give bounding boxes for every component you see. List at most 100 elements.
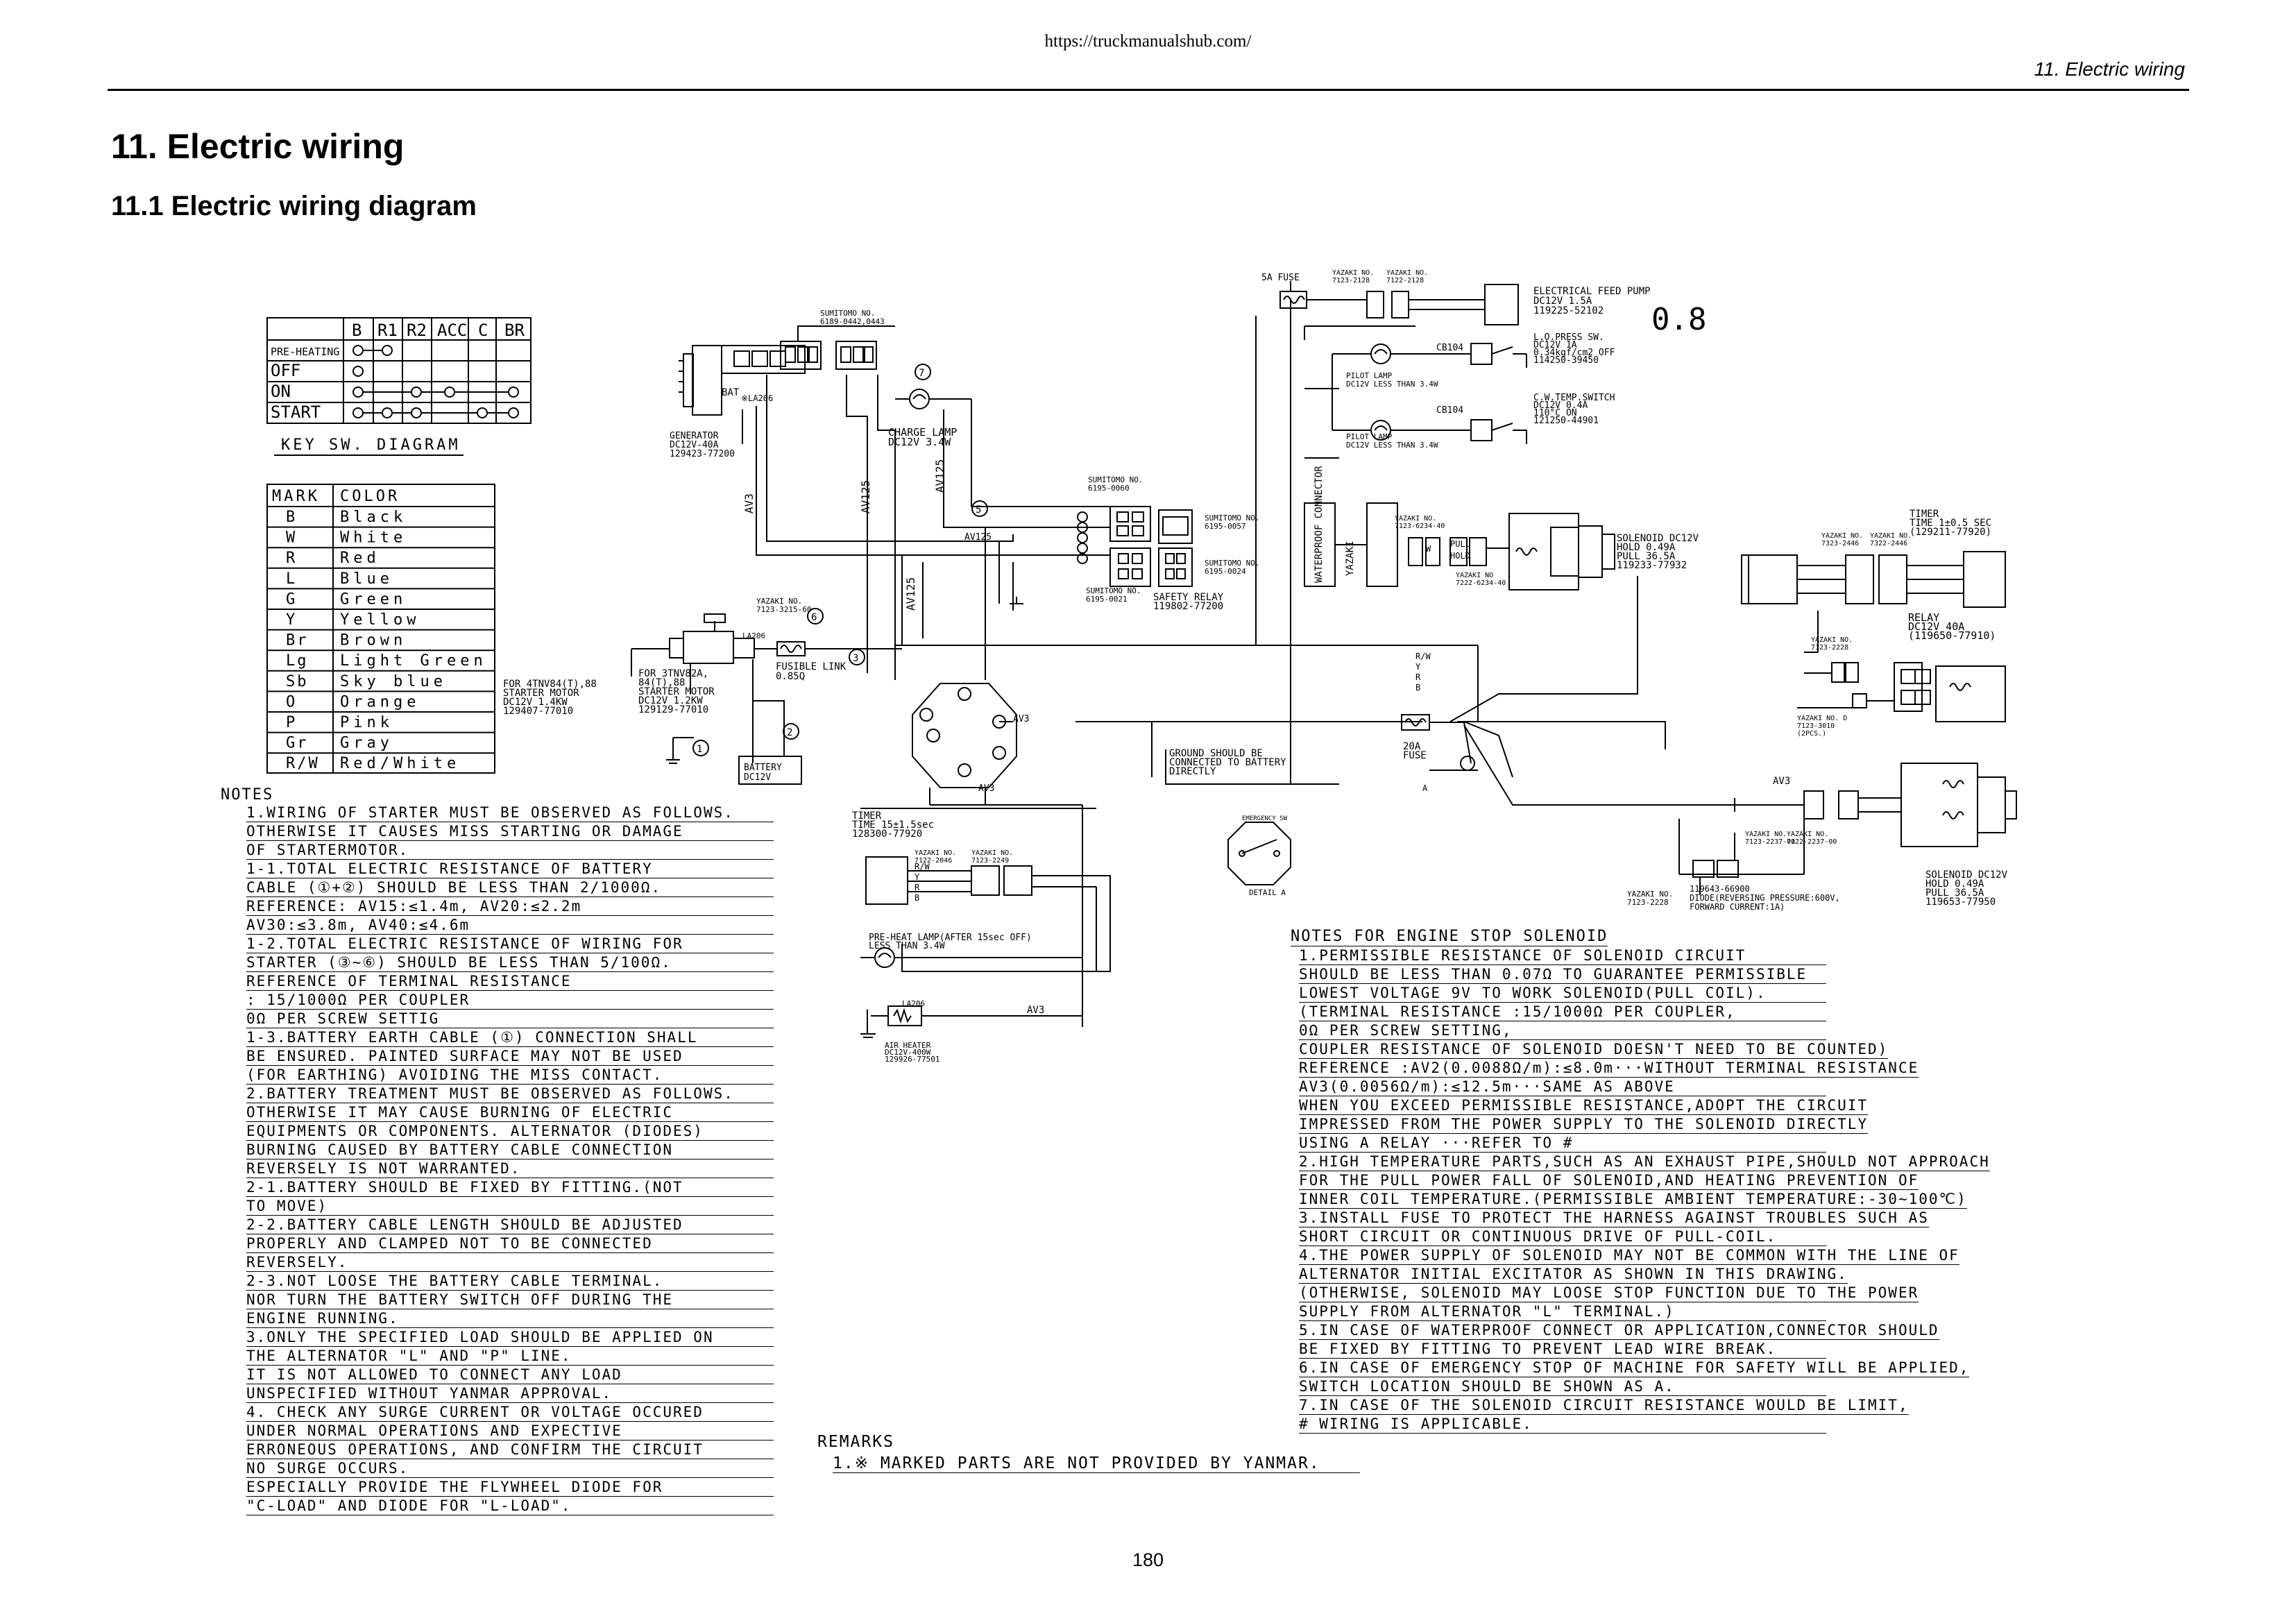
color-table-header: MARK	[272, 488, 320, 505]
wire-color-letter: A	[1422, 783, 1428, 793]
note-line: TO MOVE)	[246, 1197, 774, 1216]
note-line: AV30:≤3.8m, AV40:≤4.6m	[246, 916, 774, 935]
key-switch-row: PRE-HEATING	[271, 346, 339, 358]
note-line: 1.※ MARKED PARTS ARE NOT PROVIDED BY YAN…	[833, 1454, 1360, 1473]
air-heater-label: DC12V-400W	[885, 1048, 931, 1057]
pilot-lamp-switches: L.O.PRESS SW.DC12V 1A0.34kgf/cm2 OFF1142…	[1304, 332, 1615, 459]
notes-right: NOTES FOR ENGINE STOP SOLENOID	[1291, 928, 1608, 946]
wire-color-letter: PULL	[1450, 539, 1470, 549]
color-mark: G	[286, 590, 297, 608]
color-mark: L	[286, 570, 297, 588]
wire-color-letter: B	[915, 893, 919, 903]
section-title: 11.1 Electric wiring diagram	[111, 191, 477, 221]
generator-label: DC12V-40A	[670, 440, 719, 450]
svg-text:2: 2	[787, 727, 792, 738]
note-line: BURNING CAUSED BY BATTERY CABLE CONNECTI…	[246, 1141, 774, 1159]
wire-color-letter: B	[1415, 683, 1420, 692]
sumitomo-label: 6195-0024	[1205, 567, 1246, 576]
note-line: ESPECIALLY PROVIDE THE FLYWHEEL DIODE FO…	[246, 1478, 774, 1497]
note-line: NO SURGE OCCURS.	[246, 1459, 774, 1478]
yazaki-label: YAZAKI NO.	[1627, 890, 1673, 899]
sumitomo-label: SUMITOMO NO.	[1205, 513, 1259, 522]
wire-color-letter: Y	[1415, 662, 1421, 672]
starter-label: STARTER MOTOR	[638, 686, 715, 697]
notes-left: NOTES	[221, 786, 273, 804]
timer-label: TIME 15±1.5sec	[852, 819, 934, 831]
note-line: 7.IN CASE OF THE SOLENOID CIRCUIT RESIST…	[1299, 1397, 1909, 1415]
color-mark: R/W	[286, 755, 320, 772]
note-line: SHOULD BE LESS THAN 0.07Ω TO GUARANTEE P…	[1299, 965, 1826, 984]
solenoid-label: PULL 36.5A	[1617, 551, 1676, 562]
sumitomo-label: SUMITOMO NO.	[1088, 475, 1143, 484]
yazaki-label: 7123-2249	[971, 857, 1009, 865]
key-switch-column: C	[478, 321, 488, 340]
av-label: AV3	[1013, 714, 1029, 724]
note-line: OF STARTERMOTOR.	[246, 841, 774, 860]
yazaki-label: YAZAKI NO.	[1870, 532, 1912, 540]
color-name: Brown	[340, 632, 407, 649]
key-switch-column: BR	[504, 321, 525, 340]
wire-color-letter: R/W	[1415, 652, 1431, 661]
sumitomo-label: 6195-0021	[1086, 595, 1128, 604]
diode-label: DIODE(REVERSING PRESSURE:600V,	[1690, 893, 1840, 903]
fuse-label: 20A	[1403, 741, 1421, 752]
svg-text:1: 1	[697, 744, 702, 755]
svg-text:BAT: BAT	[722, 387, 740, 398]
note-line: ALTERNATOR INITIAL EXCITATOR AS SHOWN IN…	[1299, 1266, 1848, 1284]
av-label: AV3	[742, 493, 756, 513]
yazaki-label: YAZAKI NO.	[1821, 532, 1863, 540]
sumitomo-label: SUMITOMO NO.	[1205, 559, 1259, 568]
yazaki-label: 7123-3010	[1797, 722, 1835, 730]
page-title: 11. Electric wiring	[111, 127, 405, 166]
color-mark: W	[286, 529, 297, 547]
timer-label: 128300-77920	[852, 829, 922, 840]
wire-color-letter: R/W	[915, 862, 930, 872]
yazaki-label: 7123-3215-60	[756, 605, 811, 614]
charge-lamp-label: DC12V 3.4W	[888, 436, 951, 448]
color-name: Black	[340, 509, 407, 526]
starter-label: 129407-77010	[503, 706, 573, 717]
starter-label: 129129-77010	[638, 704, 708, 715]
safety-relay-label: 119802-77200	[1153, 601, 1223, 612]
note-line: 5.IN CASE OF WATERPROOF CONNECT OR APPLI…	[1299, 1322, 1939, 1340]
feed-pump-label: 119225-52102	[1533, 305, 1604, 316]
cw-temp-label: DC12V 0.4A	[1533, 400, 1588, 411]
note-line: : 15/1000Ω PER COUPLER	[246, 991, 774, 1010]
safety-relay-label: SAFETY RELAY	[1153, 592, 1224, 603]
yazaki-label: YAZAKI NO	[1456, 572, 1493, 579]
pilot-lamp-label: DC12V LESS THAN 3.4W	[1346, 441, 1438, 450]
av-label: AV125	[859, 480, 872, 513]
note-line: PROPERLY AND CLAMPED NOT TO BE CONNECTED	[246, 1234, 774, 1253]
note-line: UNDER NORMAL OPERATIONS AND EXPECTIVE	[246, 1422, 774, 1441]
yazaki-label: 7123-6234-40	[1395, 522, 1445, 530]
solenoid-label: 119653-77950	[1925, 897, 1996, 908]
color-name: White	[340, 529, 407, 547]
generator-symbol: BAT ※LA206 GENERATORDC12V-40A129423-7720…	[670, 345, 806, 459]
notes-left-heading: NOTES	[221, 786, 274, 804]
note-line: EQUIPMENTS OR COMPONENTS. ALTERNATOR (DI…	[246, 1122, 774, 1141]
color-name: Red	[340, 550, 380, 567]
key-switch-column: B	[352, 321, 362, 340]
solenoid-label: HOLD 0.49A	[1925, 878, 1984, 890]
notes-left-lines: 1.WIRING OF STARTER MUST BE OBSERVED AS …	[246, 804, 774, 1515]
note-line: USING A RELAY ···REFER TO #	[1299, 1134, 1826, 1153]
color-name: Orange	[340, 693, 420, 711]
cw-temp-label: C.W.TEMP.SWITCH	[1533, 393, 1615, 403]
remarks-lines: 1.※ MARKED PARTS ARE NOT PROVIDED BY YAN…	[833, 1454, 1360, 1473]
note-line: SWITCH LOCATION SHOULD BE SHOWN AS A.	[1299, 1377, 1826, 1396]
starter-label: FOR 4TNV84(T),88	[503, 679, 597, 690]
yazaki-label: YAZAKI NO.	[1745, 831, 1787, 838]
note-line: THE ALTERNATOR "L" AND "P" LINE.	[246, 1347, 774, 1366]
yazaki-label: YAZAKI NO.	[1332, 269, 1374, 277]
note-line: 1-1.TOTAL ELECTRIC RESISTANCE OF BATTERY	[246, 860, 774, 878]
source-url[interactable]: https://truckmanualshub.com/	[1044, 32, 1252, 51]
note-line: SUPPLY FROM ALTERNATOR "L" TERMINAL.)	[1299, 1302, 1826, 1321]
note-line: IMPRESSED FROM THE POWER SUPPLY TO THE S…	[1299, 1116, 1869, 1134]
note-line: 2-2.BATTERY CABLE LENGTH SHOULD BE ADJUS…	[246, 1216, 774, 1234]
timer-label: TIMER	[852, 810, 882, 822]
color-mark: Lg	[286, 652, 309, 670]
note-line: 1.PERMISSIBLE RESISTANCE OF SOLENOID CIR…	[1299, 946, 1826, 965]
ground-note-label: GROUND SHOULD BE	[1169, 748, 1263, 759]
